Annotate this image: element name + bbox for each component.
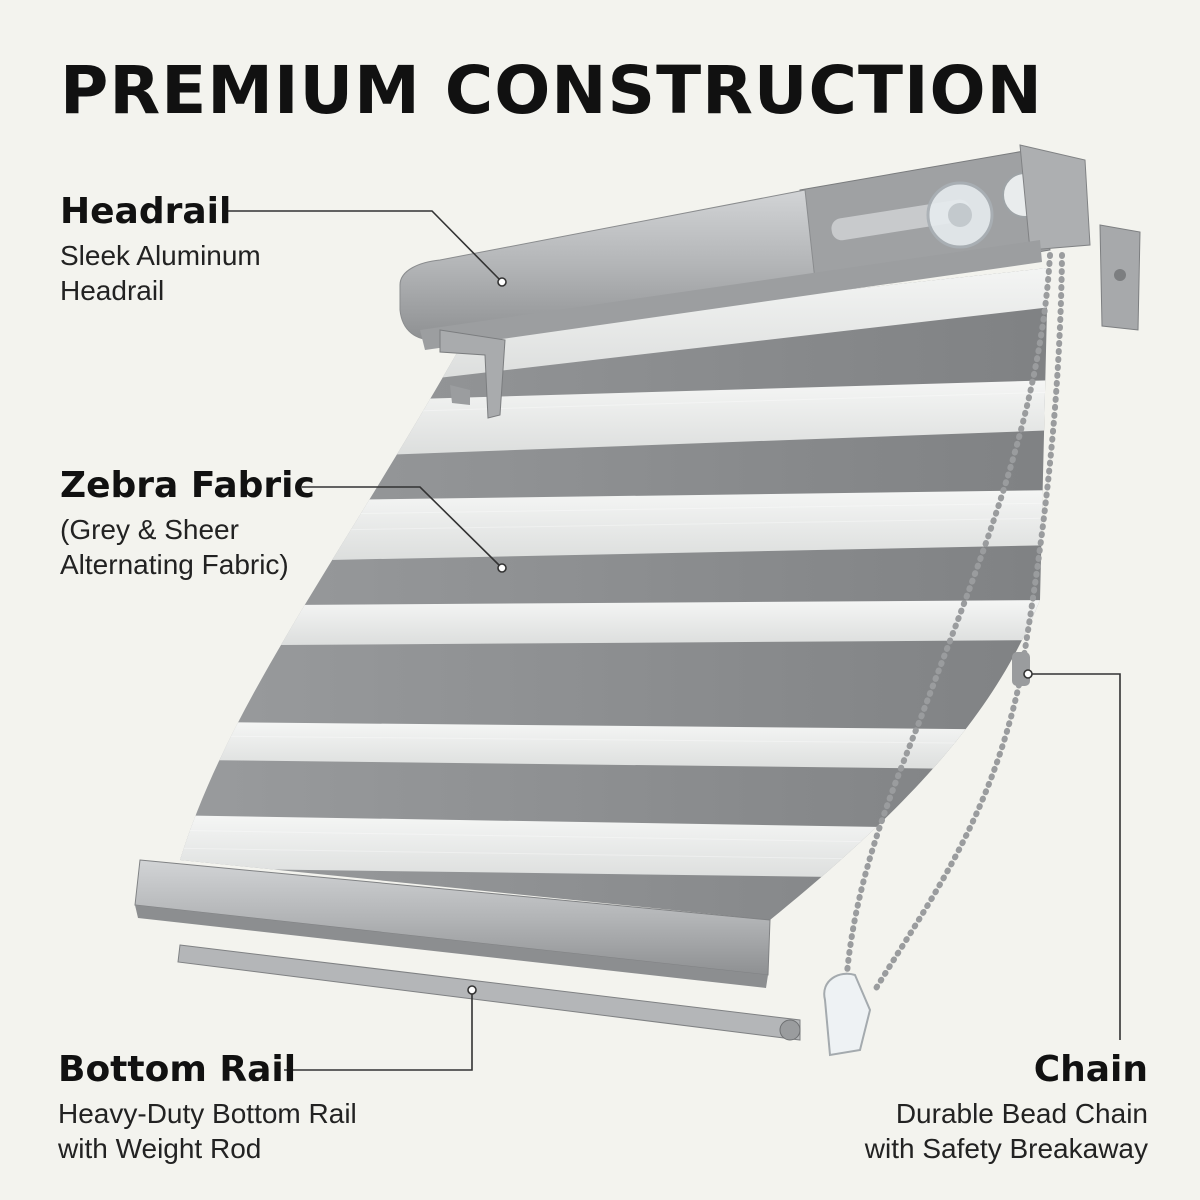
leader-lines bbox=[228, 210, 1121, 1071]
zebra-fabric bbox=[180, 268, 1048, 920]
bottom-rail-callout-dot bbox=[467, 985, 477, 995]
page-title: PREMIUM CONSTRUCTION bbox=[60, 52, 1043, 129]
fabric-callout-dot bbox=[497, 563, 507, 573]
callout-chain: Chain Durable Bead Chain with Safety Bre… bbox=[865, 1050, 1148, 1167]
callout-fabric-description: (Grey & Sheer Alternating Fabric) bbox=[60, 513, 289, 581]
callout-fabric-heading: Zebra Fabric bbox=[60, 465, 315, 506]
callout-bottom-rail-heading: Bottom Rail bbox=[58, 1049, 297, 1090]
callout-chain-heading: Chain bbox=[1033, 1049, 1148, 1090]
callout-headrail-heading: Headrail bbox=[60, 191, 232, 232]
callout-zebra-fabric: Zebra Fabric (Grey & Sheer Alternating F… bbox=[60, 466, 315, 583]
chain-callout-dot bbox=[1023, 669, 1033, 679]
headrail bbox=[399, 144, 1141, 419]
safety-breakaway-connector bbox=[1012, 652, 1030, 686]
callout-chain-description: Durable Bead Chain with Safety Breakaway bbox=[864, 1097, 1148, 1165]
callout-headrail: Headrail Sleek Aluminum Headrail bbox=[60, 192, 261, 309]
bottom-rail bbox=[134, 859, 801, 1041]
callout-headrail-description: Sleek Aluminum Headrail bbox=[60, 239, 261, 307]
chain-weight bbox=[823, 972, 872, 1057]
headrail-callout-dot bbox=[497, 277, 507, 287]
callout-bottom-rail-description: Heavy-Duty Bottom Rail with Weight Rod bbox=[58, 1097, 357, 1165]
callout-bottom-rail: Bottom Rail Heavy-Duty Bottom Rail with … bbox=[58, 1050, 357, 1167]
